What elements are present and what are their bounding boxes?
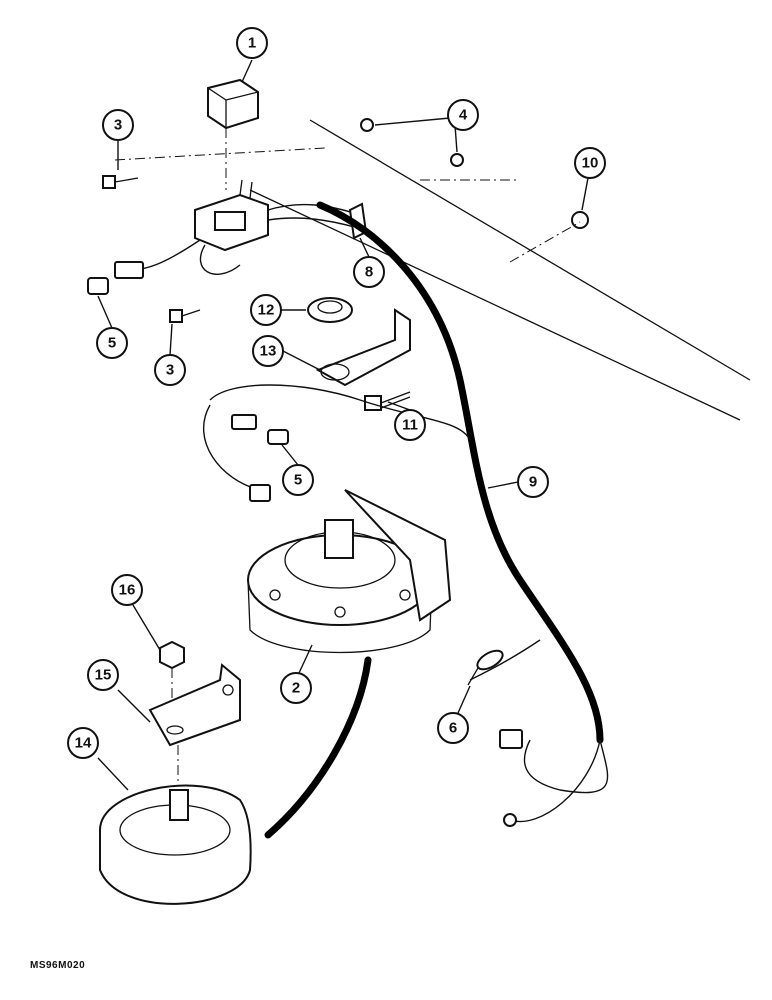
callout: 6 bbox=[437, 712, 469, 744]
callout: 13 bbox=[252, 335, 284, 367]
figure-code: MS96M020 bbox=[30, 960, 86, 971]
callout: 9 bbox=[517, 466, 549, 498]
callout-label: 5 bbox=[294, 472, 302, 489]
callout: 1 bbox=[236, 27, 268, 59]
wiring-harness bbox=[316, 201, 604, 744]
callout: 4 bbox=[447, 99, 479, 131]
bolt bbox=[364, 391, 411, 411]
callout-label: 5 bbox=[108, 335, 116, 352]
horn bbox=[247, 489, 452, 654]
horn bbox=[99, 784, 252, 905]
callout-label: 10 bbox=[582, 155, 599, 172]
callout: 12 bbox=[250, 294, 282, 326]
bolt bbox=[169, 309, 201, 323]
callout: 11 bbox=[394, 409, 426, 441]
callout: 3 bbox=[102, 109, 134, 141]
callout-label: 15 bbox=[95, 667, 112, 684]
jam-nut bbox=[307, 297, 353, 323]
relay bbox=[207, 78, 259, 130]
callout: 8 bbox=[353, 256, 385, 288]
ring-terminal bbox=[467, 649, 504, 686]
callout-label: 4 bbox=[459, 107, 468, 124]
callout: 16 bbox=[111, 574, 143, 606]
callout-label: 6 bbox=[449, 720, 457, 737]
mounting-bracket bbox=[148, 663, 241, 747]
callout: 5 bbox=[282, 464, 314, 496]
bolt bbox=[102, 175, 139, 189]
callout-label: 3 bbox=[114, 117, 122, 134]
callout: 2 bbox=[280, 672, 312, 704]
nut bbox=[360, 118, 464, 167]
callout-label: 3 bbox=[166, 362, 174, 379]
callout-label: 8 bbox=[365, 264, 373, 281]
callout-label: 12 bbox=[258, 302, 275, 319]
callout-label: 2 bbox=[292, 680, 300, 697]
callout: 3 bbox=[154, 354, 186, 386]
horn-ground-strap bbox=[264, 656, 372, 839]
harness-branch bbox=[469, 639, 609, 827]
callout-label: 13 bbox=[260, 343, 277, 360]
callout-label: 11 bbox=[402, 417, 418, 434]
callout-label: 16 bbox=[119, 582, 136, 599]
callout: 10 bbox=[574, 147, 606, 179]
horn-bracket bbox=[315, 308, 411, 387]
callout: 14 bbox=[67, 727, 99, 759]
callout-label: 9 bbox=[529, 474, 537, 491]
callout: 5 bbox=[96, 327, 128, 359]
connector bbox=[87, 261, 144, 295]
leader-lines bbox=[97, 59, 589, 791]
callout-label: 14 bbox=[75, 735, 92, 752]
nut bbox=[571, 211, 589, 229]
nut bbox=[159, 640, 185, 670]
relay-socket bbox=[194, 179, 269, 252]
callout: 15 bbox=[87, 659, 119, 691]
horn-wiring bbox=[203, 384, 471, 502]
callout-label: 1 bbox=[248, 35, 256, 52]
